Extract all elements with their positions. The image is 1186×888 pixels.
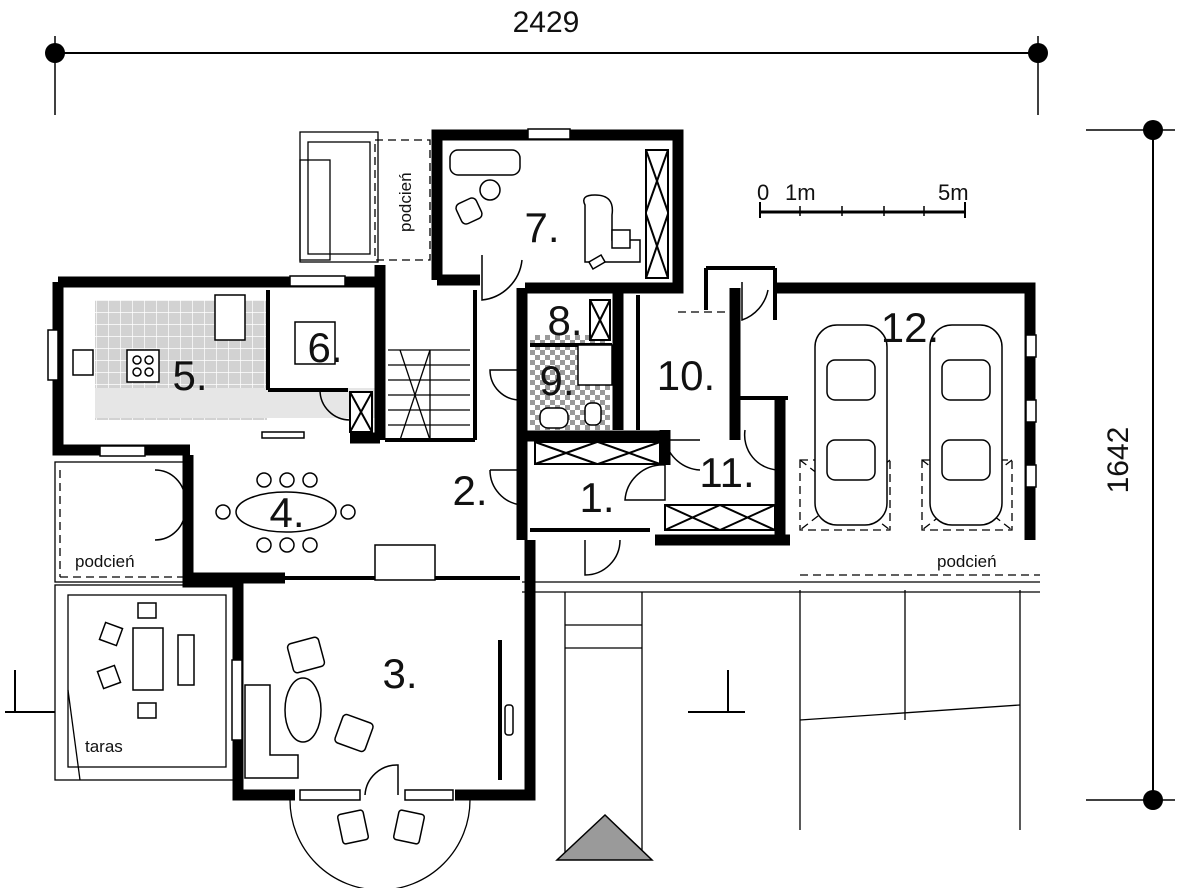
room-label-3: 3.: [382, 650, 417, 697]
scale-bar: 0 1m 5m: [757, 180, 969, 218]
scale-label-five: 5m: [938, 180, 969, 205]
note-taras: taras: [85, 737, 123, 756]
room-label-7: 7.: [524, 204, 559, 251]
cabinets: [349, 149, 776, 531]
room-label-6: 6.: [307, 324, 342, 371]
room-label-5: 5.: [172, 352, 207, 399]
scale-label-zero: 0: [757, 180, 769, 205]
kitchen-counter-strip: [95, 388, 375, 418]
cars: [814, 324, 1003, 526]
room-label-12: 12.: [881, 304, 939, 351]
thin-lines: [54, 131, 1040, 888]
room-label-11: 11.: [699, 449, 754, 496]
room-label-10: 10.: [657, 352, 715, 399]
height-label: 1642: [1102, 427, 1135, 494]
doors: [154, 255, 779, 796]
room-label-8: 8.: [547, 297, 582, 344]
scale-label-one: 1m: [785, 180, 816, 205]
room-label-1: 1.: [579, 474, 614, 521]
note-podcien-right: podcień: [937, 552, 997, 571]
room-label-9: 9.: [539, 357, 574, 404]
section-markers: [5, 670, 745, 713]
room-label-4: 4.: [269, 489, 304, 536]
note-podcien-top: podcień: [396, 172, 415, 232]
width-label: 2429: [513, 6, 580, 39]
staircase: [388, 349, 470, 441]
entrance-arrow-icon: [555, 813, 654, 861]
height-dimension: 1642: [1086, 120, 1175, 810]
walls: [52, 129, 1036, 801]
windows: [47, 128, 1037, 801]
width-dimension: 2429: [45, 6, 1048, 115]
room-labels: 1. 2. 3. 4. 5. 6. 7. 8. 9. 10. 11. 12.: [172, 204, 939, 697]
furniture: [72, 149, 641, 845]
note-podcien-left: podcień: [75, 552, 135, 571]
room-label-2: 2.: [452, 467, 487, 514]
